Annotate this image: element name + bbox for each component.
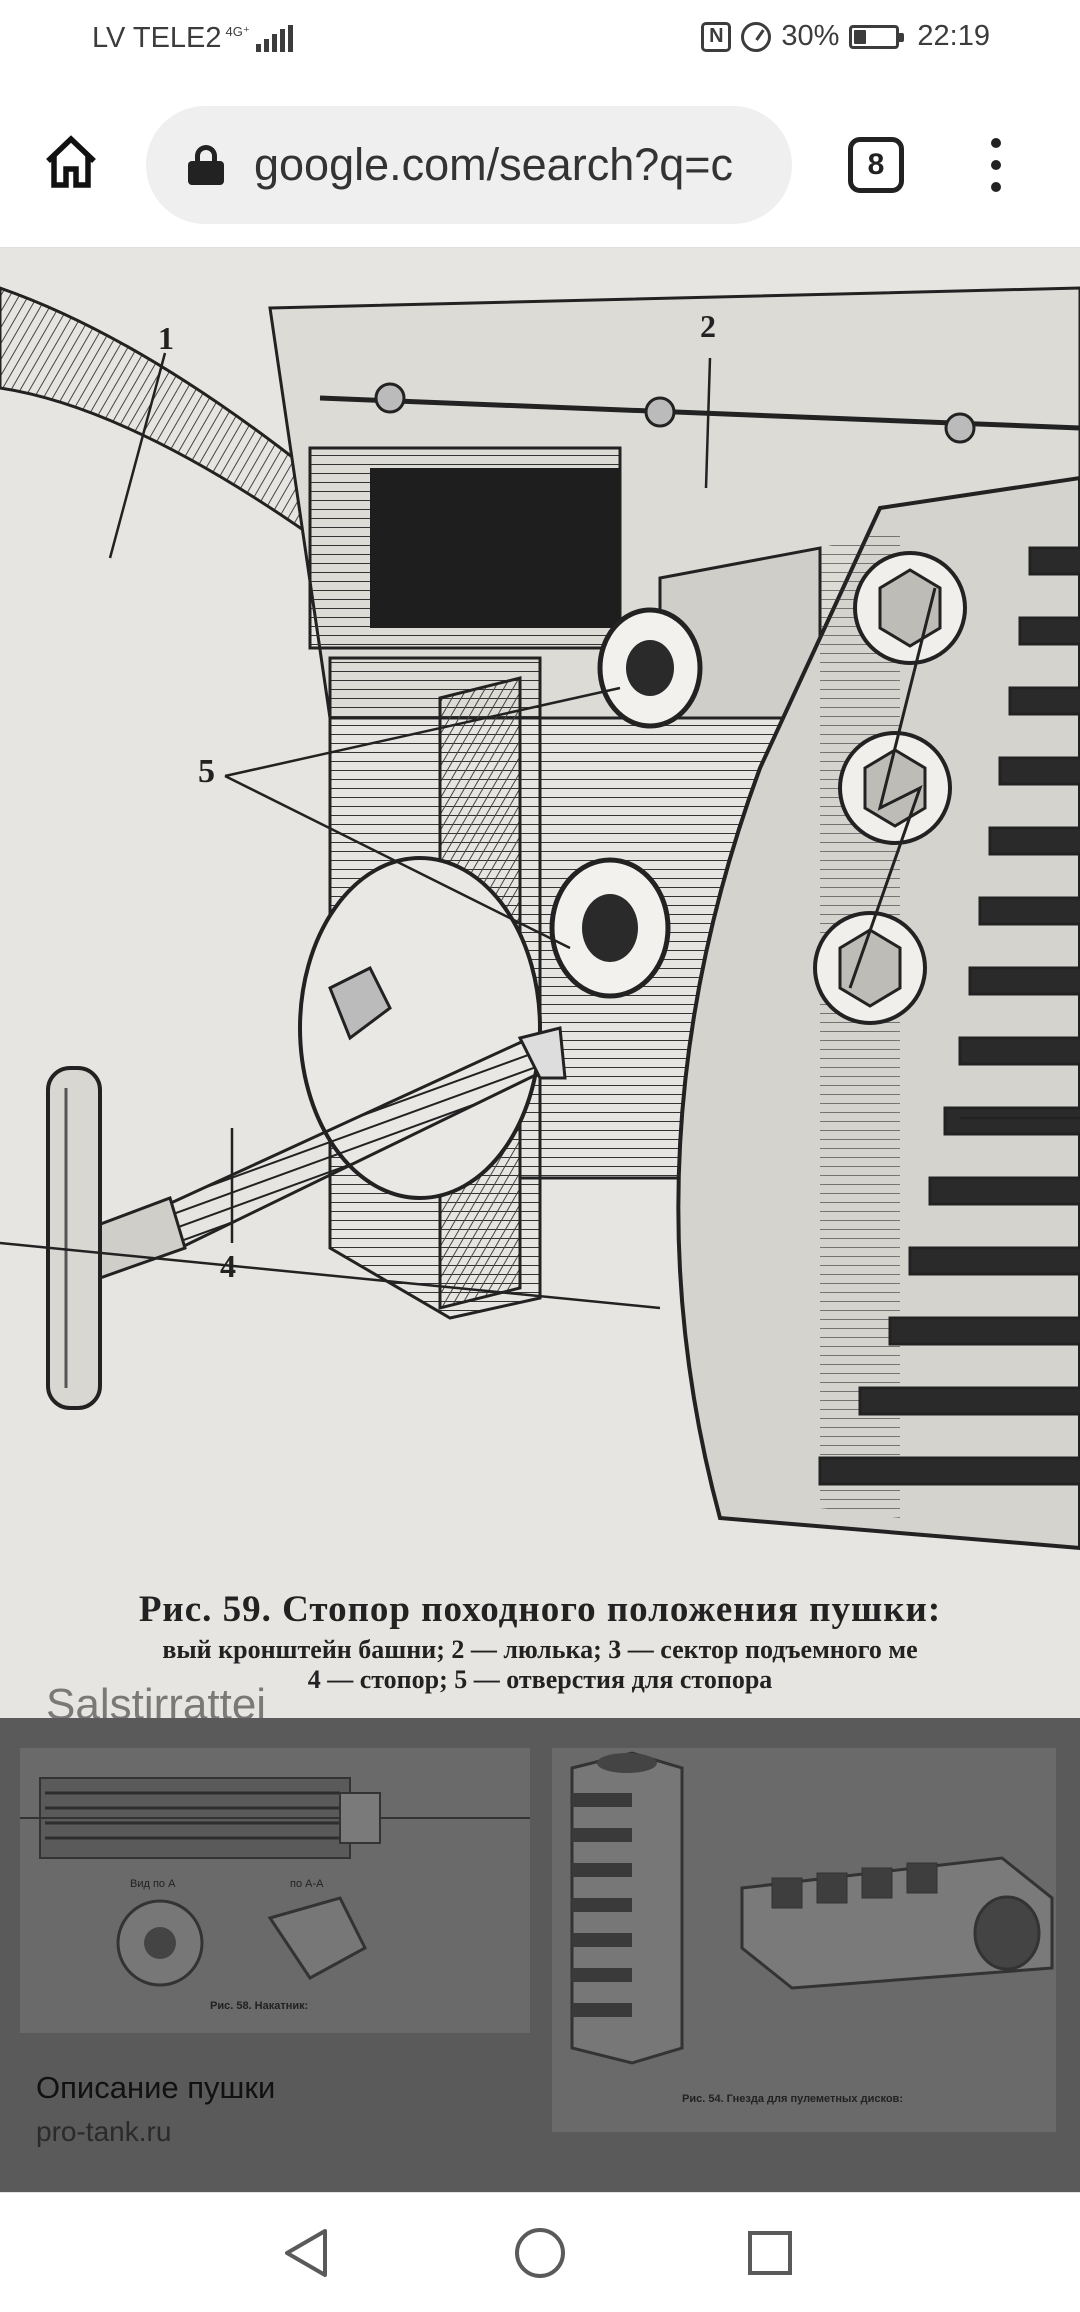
callout-label: 1 xyxy=(158,320,174,356)
url-text: google.com/search?q=c xyxy=(254,139,734,190)
status-left: LV TELE2 4G⁺ xyxy=(92,22,293,55)
carrier-name: LV TELE2 xyxy=(92,22,222,54)
nfc-icon: N xyxy=(701,21,732,52)
home-button[interactable] xyxy=(36,127,106,197)
status-right: N 30% 22:19 xyxy=(701,20,990,53)
thumbnail-label: Вид по А xyxy=(130,1878,176,1890)
result-title[interactable]: Описание пушки xyxy=(36,2070,276,2105)
battery-icon xyxy=(849,24,905,49)
data-saver-icon xyxy=(741,21,772,52)
home-circle-icon xyxy=(515,2228,565,2278)
callout-label: 4 xyxy=(220,1248,236,1284)
home-icon xyxy=(46,135,96,188)
tab-switcher-button[interactable]: 8 xyxy=(848,137,904,193)
image-viewer: 1 2 5 4 Рис. 59. Стопор походного положе… xyxy=(0,248,1080,2192)
technical-drawing xyxy=(0,286,1080,1551)
caption-title: Рис. 59. Стопор походного положения пушк… xyxy=(138,1589,942,1630)
result-thumbnail[interactable]: Рис. 54. Гнезда для пулеметных дисков: xyxy=(552,1748,1056,2132)
clock: 22:19 xyxy=(917,20,990,52)
callout-label: 5 xyxy=(198,753,215,790)
figure-caption: Рис. 59. Стопор походного положения пушк… xyxy=(0,1588,1080,1695)
thumbnail-drawing xyxy=(20,1777,530,1987)
lock-icon xyxy=(188,145,224,185)
thumbnail-caption: Рис. 58. Накатник: xyxy=(210,2000,309,2012)
more-vert-icon xyxy=(991,138,1001,148)
battery-fill xyxy=(854,29,867,44)
caption-line: вый кронштейн башни; 2 — люлька; 3 — сек… xyxy=(162,1635,918,1664)
related-results: Вид по А по А-А Рис. 58. Накатник: xyxy=(0,1718,1080,2192)
back-icon xyxy=(285,2229,327,2277)
status-bar: LV TELE2 4G⁺ N 30% 22:19 xyxy=(0,0,1080,82)
address-bar[interactable]: google.com/search?q=c xyxy=(146,106,792,224)
recents-icon xyxy=(748,2231,792,2275)
system-nav-bar xyxy=(0,2192,1080,2312)
browser-toolbar: google.com/search?q=c 8 xyxy=(0,82,1080,248)
battery-percent: 30% xyxy=(781,20,840,52)
result-thumbnail[interactable]: Вид по А по А-А Рис. 58. Накатник: xyxy=(20,1748,530,2033)
network-type: 4G⁺ xyxy=(225,24,250,39)
caption-line: 4 — стопор; 5 — отверстия для стопора xyxy=(307,1665,773,1694)
recents-button[interactable] xyxy=(734,2217,806,2289)
home-nav-button[interactable] xyxy=(504,2217,576,2289)
signal-icon xyxy=(255,24,293,52)
tab-count: 8 xyxy=(867,148,885,181)
hero-image[interactable]: 1 2 5 4 Рис. 59. Стопор походного положе… xyxy=(0,248,1080,1718)
result-source[interactable]: pro-tank.ru xyxy=(36,2116,172,2147)
more-menu-button[interactable] xyxy=(976,132,1016,198)
thumbnail-label: по А-А xyxy=(290,1878,324,1890)
callout-label: 2 xyxy=(700,308,716,344)
thumbnail-drawing xyxy=(570,1751,1054,2065)
back-button[interactable] xyxy=(270,2217,342,2289)
thumbnail-caption: Рис. 54. Гнезда для пулеметных дисков: xyxy=(682,2093,903,2105)
